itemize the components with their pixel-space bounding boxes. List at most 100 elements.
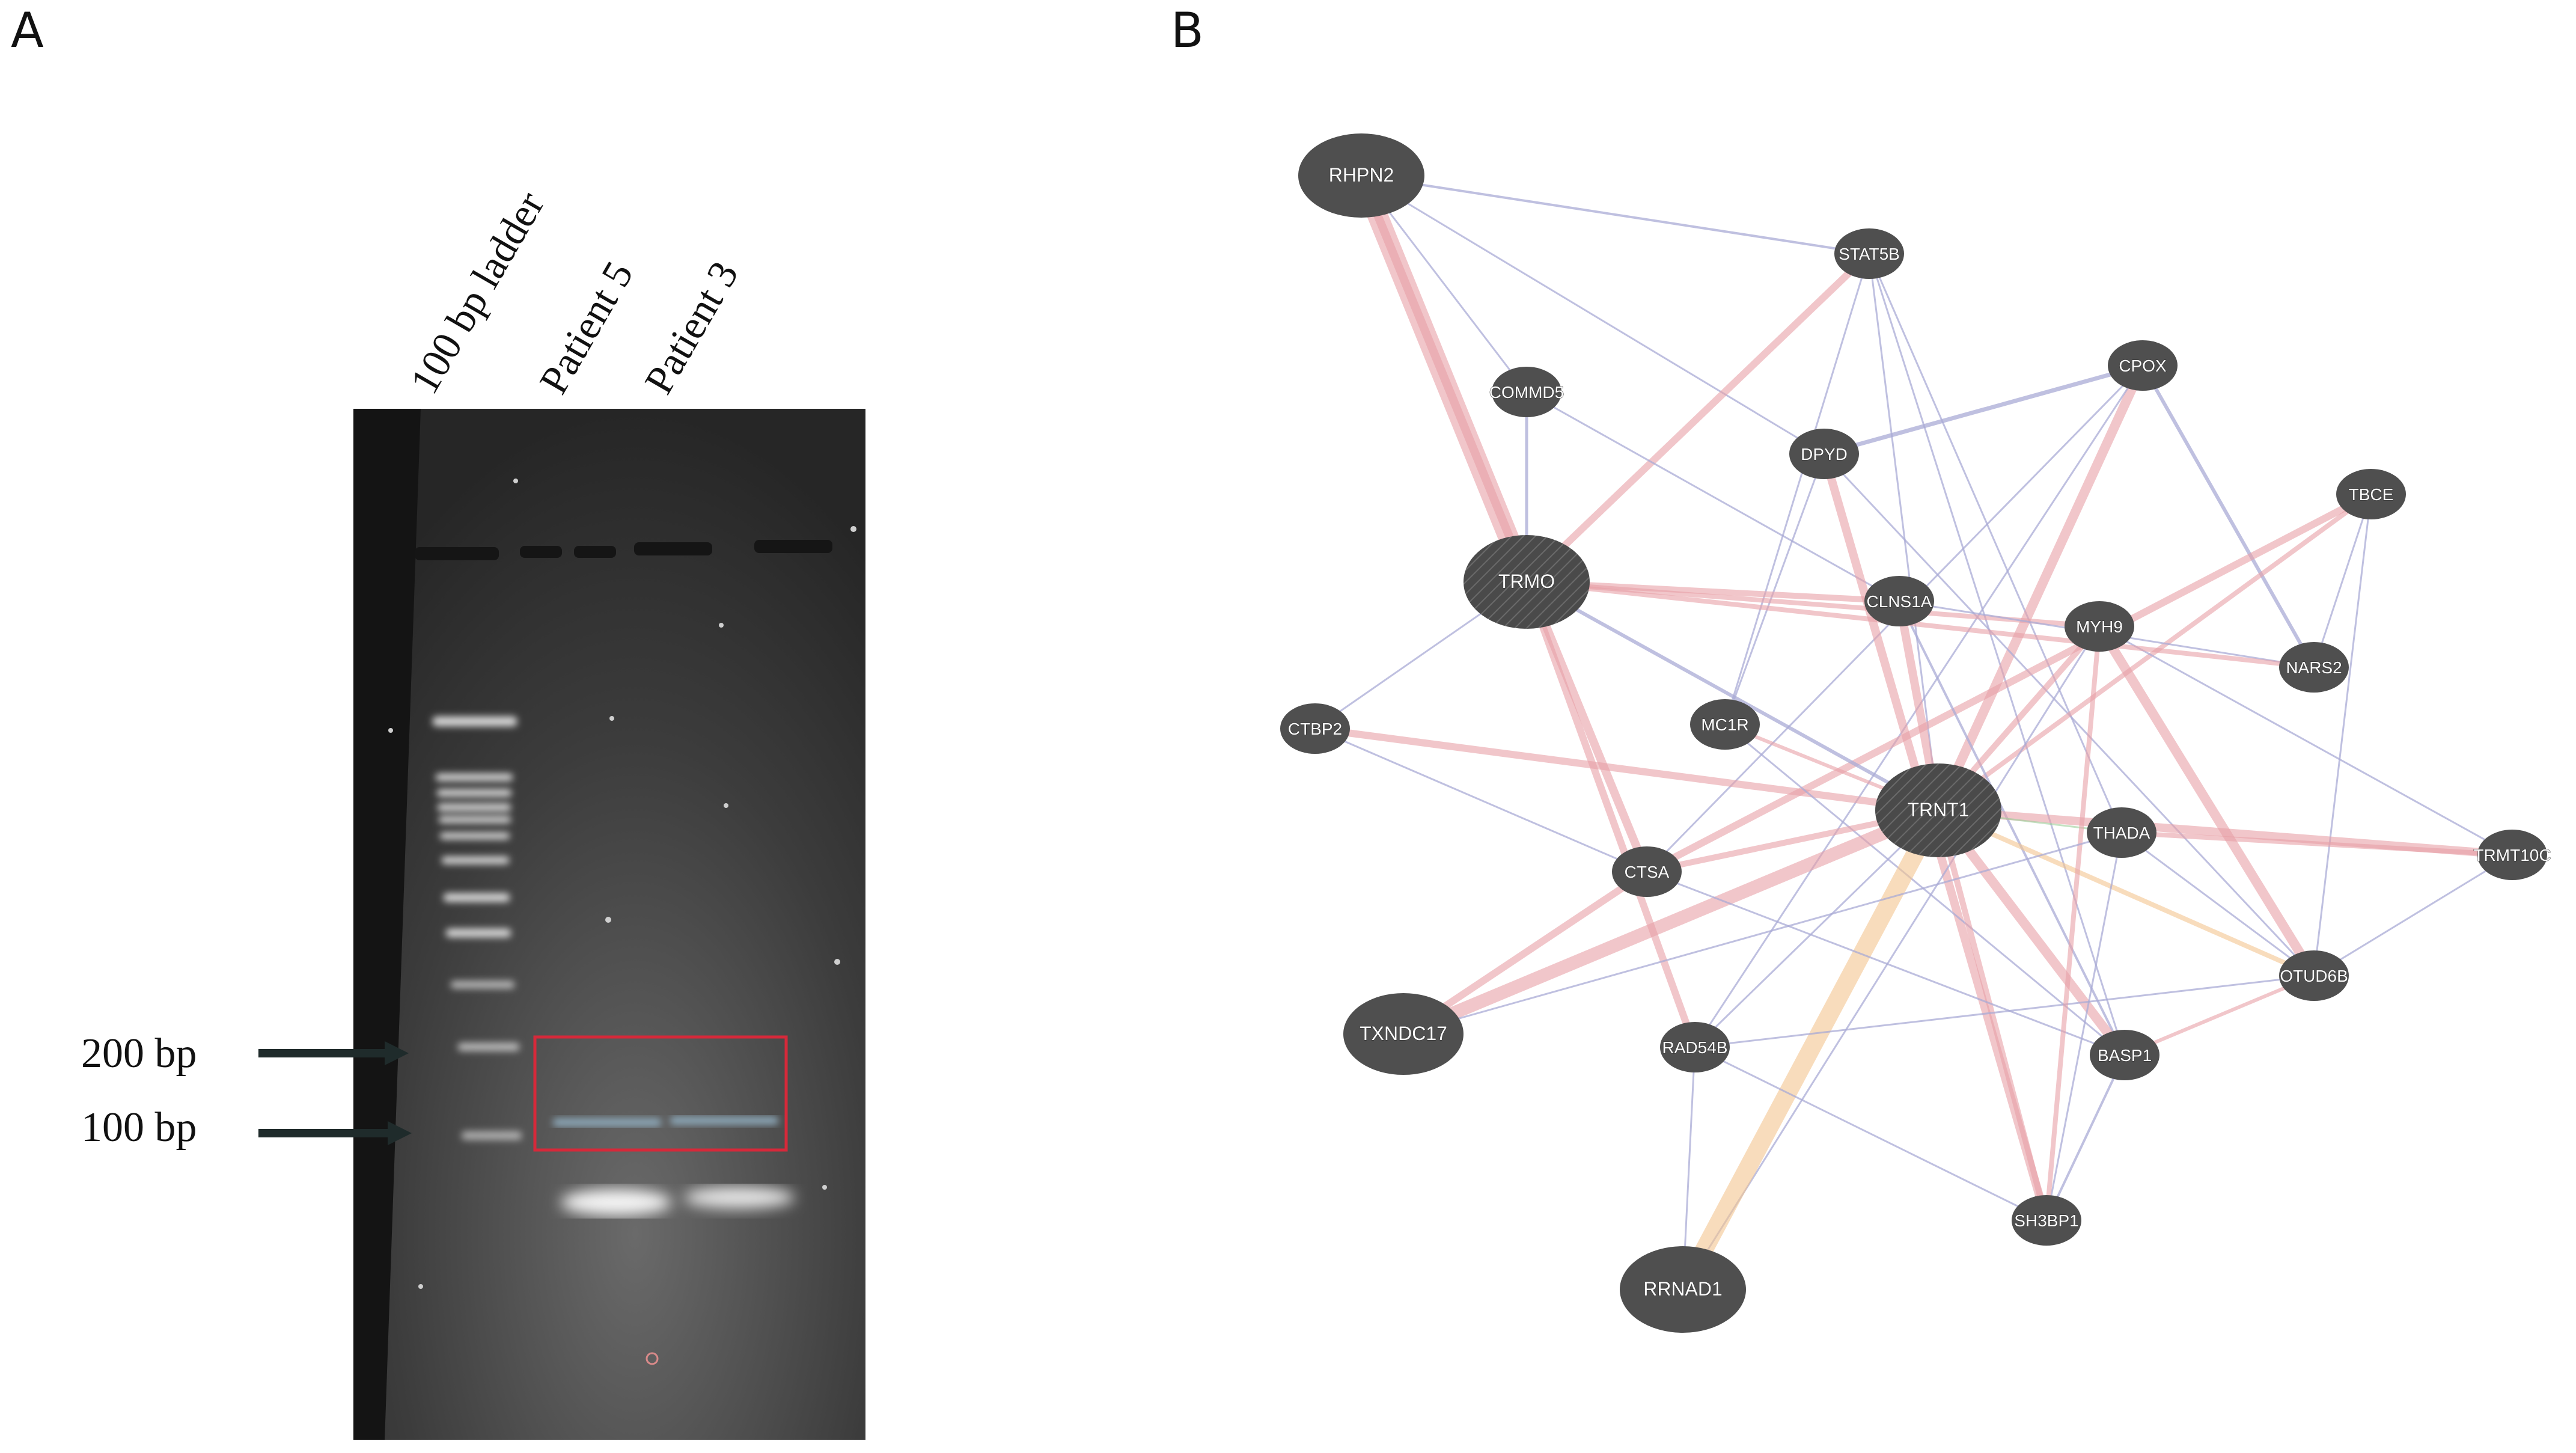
node-txndc17[interactable]: TXNDC17 [1343,993,1463,1075]
marker-label-200bp: 200 bp [81,1030,197,1077]
node-commd5[interactable]: COMMD5 [1489,367,1564,417]
edge-thada-sh3bp1 [2045,831,2123,1222]
edge-trnt1-txndc17 [1397,804,1945,1041]
gel-dark-edge [353,409,421,1440]
node-circle [2279,642,2349,693]
edge-rhpn2-dpyd [1360,174,1825,455]
edge-tbce-nars2 [2313,493,2372,668]
lane-label-patient5: Patient 5 [530,254,642,402]
edge-txndc17-thada [1402,831,2123,1035]
node-label: BASP1 [2098,1046,2152,1065]
edge-myh9-otud6b [2095,622,2319,980]
target-band-box [533,1035,788,1152]
node-circle [1298,133,1424,218]
node-otud6b[interactable]: OTUD6B [2279,950,2349,1001]
edge-rad54b-sh3bp1 [1694,1046,2048,1222]
edge-ctbp2-trnt1 [1311,725,1942,814]
node-circle [1789,429,1859,479]
edge-commd5-clns1a [1525,391,1900,602]
edge-trmo-rad54b [1523,578,1699,1051]
node-circle [1864,576,1934,626]
node-circle [1875,763,2001,857]
marker-label-100bp: 100 bp [81,1104,197,1151]
gel-panel: 200 bp 100 bp 100 bp ladder Patient 5 Pa… [81,183,865,1440]
edge-mc1r-basp1 [1724,723,2126,1056]
edge-rhpn2-stat5b [1360,174,1870,255]
node-trmo[interactable]: TRMO [1463,535,1590,629]
ladder-bands [433,717,522,1140]
node-dpyd[interactable]: DPYD [1789,429,1859,479]
edge-cpox-dpyd [1822,363,2145,456]
node-tbce[interactable]: TBCE [2336,469,2406,519]
node-trmt10c[interactable]: TRMT10C [2473,830,2551,880]
edge-sh3bp1-myh9 [2044,624,2102,1223]
node-label: MYH9 [2076,617,2123,636]
edge-otud6b-rad54b [1694,974,2315,1048]
node-label: SH3BP1 [2014,1211,2078,1230]
edge-clns1a-basp1 [1898,600,2126,1056]
node-clns1a[interactable]: CLNS1A [1864,576,1934,626]
edge-basp1-otud6b [2123,974,2316,1057]
panel-b-label: B [1171,2,1204,58]
edge-trmo-trnt1 [1525,580,1940,812]
edge-trnt1-rad54b [1694,809,1940,1048]
node-rad54b[interactable]: RAD54B [1660,1022,1730,1072]
node-rrnad1[interactable]: RRNAD1 [1620,1246,1746,1333]
edge-trmt10c-otud6b [2313,854,2513,977]
node-trnt1[interactable]: TRNT1 [1875,763,2001,857]
node-circle [2477,830,2547,880]
node-ctbp2[interactable]: CTBP2 [1280,703,1350,754]
node-myh9[interactable]: MYH9 [2065,601,2134,652]
node-cpox[interactable]: CPOX [2108,340,2178,391]
node-label: STAT5B [1839,245,1900,263]
node-circle [1463,535,1590,629]
node-label: CPOX [2119,356,2167,375]
edge-trnt1-otud6b [1936,808,2316,978]
node-ctsa[interactable]: CTSA [1612,846,1682,897]
node-label: COMMD5 [1489,383,1564,402]
edge-trmo-myh9 [1524,580,2102,629]
edge-stat5b-thada [1868,252,2123,834]
node-label: MC1R [1701,715,1748,734]
edge-stat5b-trnt1 [1868,252,1940,812]
marker-arrows [258,1041,412,1145]
patient-bands [553,1116,778,1127]
node-mc1r[interactable]: MC1R [1690,699,1760,750]
node-nars2[interactable]: NARS2 [2279,642,2349,693]
node-circle [2108,340,2178,391]
edge-nars2-trmo [1524,580,2316,670]
node-stat5b[interactable]: STAT5B [1834,228,1904,279]
node-label: RAD54B [1662,1038,1728,1057]
node-circle [2087,807,2156,858]
node-sh3bp1[interactable]: SH3BP1 [2012,1195,2081,1246]
node-basp1[interactable]: BASP1 [2090,1030,2159,1080]
edge-tbce-ctsa [1643,491,2375,875]
node-circle [2065,601,2134,652]
node-circle [2336,469,2406,519]
node-label: RHPN2 [1329,164,1394,186]
edge-ctbp2-ctsa [1314,727,1648,873]
primer-dimer-bands [561,1187,795,1216]
node-label: CLNS1A [1867,592,1932,611]
node-circle [1343,993,1463,1075]
node-label: TXNDC17 [1360,1023,1447,1044]
node-label: RRNAD1 [1643,1278,1723,1300]
node-rhpn2[interactable]: RHPN2 [1298,133,1424,218]
edge-stat5b-basp1 [1868,252,2126,1056]
node-label: OTUD6B [2280,967,2348,985]
edge-basp1-sh3bp1 [2045,1054,2126,1222]
node-label: TRNT1 [1907,799,1969,821]
node-label: TBCE [2349,485,2394,504]
node-label: CTSA [1625,863,1670,881]
node-label: CTBP2 [1288,720,1342,738]
panel-a-label: A [11,2,44,58]
edge-trnt1-rrnad1 [1674,801,1947,1299]
node-thada[interactable]: THADA [2087,807,2156,858]
node-label: DPYD [1801,445,1848,463]
node-label: THADA [2093,824,2150,842]
edge-tbce-otud6b [2313,493,2372,977]
edge-stat5b-trmo [1523,250,1873,586]
node-circle [1690,699,1760,750]
